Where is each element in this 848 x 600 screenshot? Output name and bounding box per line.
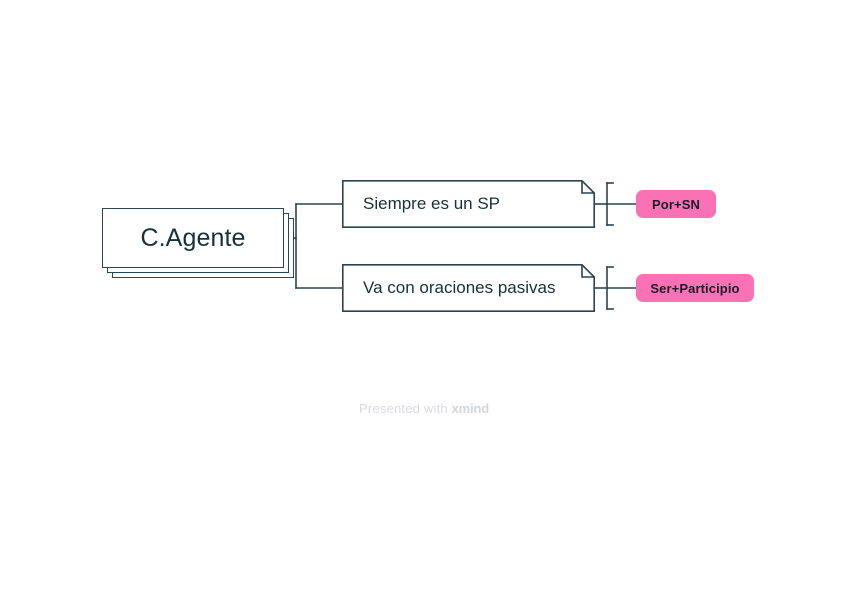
folded-corner-shape: [342, 264, 595, 312]
leaf-node-0-label: Por+SN: [652, 196, 700, 212]
mindmap-root-node[interactable]: C.Agente: [102, 208, 294, 278]
folded-corner-shape: [342, 180, 595, 228]
mindmap-leaf-node-1[interactable]: Ser+Participio: [636, 274, 754, 302]
leaf-node-1-label: Ser+Participio: [650, 280, 740, 296]
mindmap-leaf-node-0[interactable]: Por+SN: [636, 190, 716, 218]
xmind-watermark: Presented with xmind: [0, 401, 848, 416]
mindmap-child-node-0[interactable]: Siempre es un SP: [342, 180, 595, 228]
root-card-front[interactable]: C.Agente: [102, 208, 284, 268]
mindmap-child-node-1[interactable]: Va con oraciones pasivas: [342, 264, 595, 312]
child-node-1-label: Va con oraciones pasivas: [363, 278, 556, 297]
watermark-brand: xmind: [451, 401, 489, 416]
root-node-label: C.Agente: [140, 223, 246, 252]
child-node-0-label: Siempre es un SP: [363, 194, 501, 213]
watermark-prefix: Presented with: [359, 401, 452, 416]
